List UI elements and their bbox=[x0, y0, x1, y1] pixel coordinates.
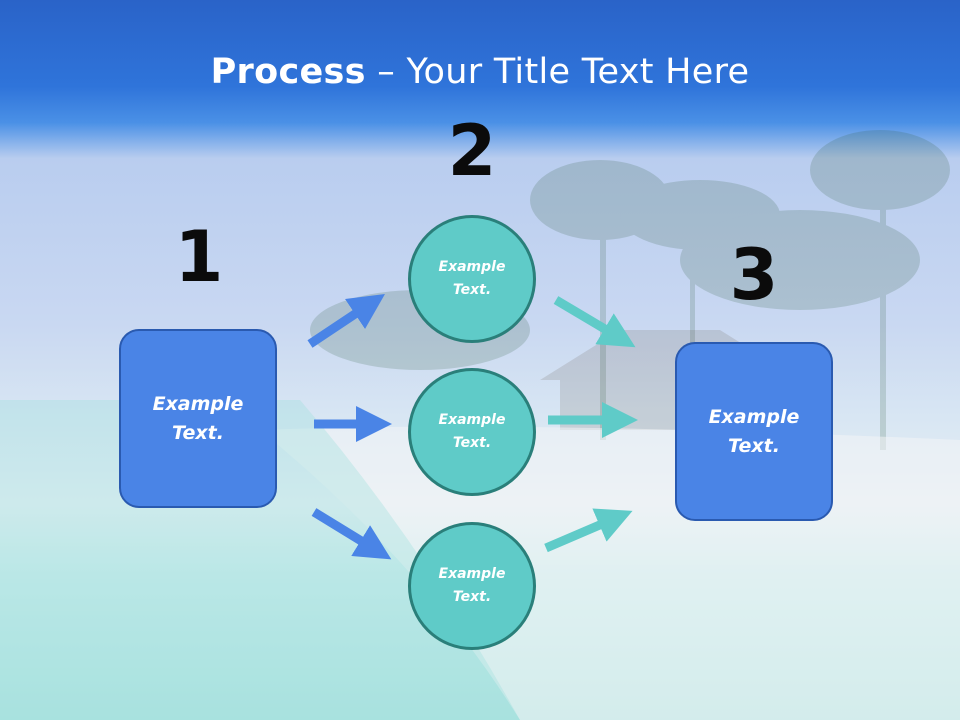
step-1-box[interactable]: Example Text. bbox=[119, 329, 277, 508]
title-rest: – Your Title Text Here bbox=[365, 52, 750, 92]
arrow-1-to-2c bbox=[311, 508, 392, 560]
arrow-2c-to-3 bbox=[544, 508, 633, 553]
step-2-number: 2 bbox=[447, 110, 497, 192]
step-1-text: Example Text. bbox=[152, 392, 244, 444]
step-2-circle-1[interactable]: Example Text. bbox=[408, 215, 536, 343]
step-2-circle-2[interactable]: Example Text. bbox=[408, 368, 536, 496]
step-2-circle-1-text: Example Text. bbox=[438, 259, 506, 298]
step-2-circle-3-text: Example Text. bbox=[438, 566, 506, 605]
step-3-text: Example Text. bbox=[708, 405, 800, 457]
arrow-1-to-2a bbox=[307, 294, 385, 348]
step-1-number: 1 bbox=[174, 216, 224, 298]
step-3-number: 3 bbox=[729, 234, 779, 316]
title-bold: Process bbox=[210, 52, 366, 92]
step-2-circle-2-text: Example Text. bbox=[438, 412, 506, 451]
step-2-circle-3[interactable]: Example Text. bbox=[408, 522, 536, 650]
step-3-box[interactable]: Example Text. bbox=[675, 342, 833, 521]
slide-title: Process – Your Title Text Here bbox=[0, 52, 960, 92]
arrow-2a-to-3 bbox=[553, 296, 636, 348]
